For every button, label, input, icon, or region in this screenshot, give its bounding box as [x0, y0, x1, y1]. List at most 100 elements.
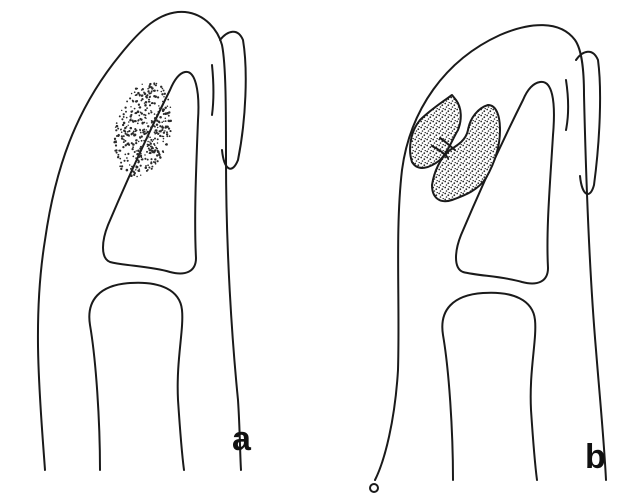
- stipple-dot: [130, 127, 133, 130]
- stipple-dot: [163, 132, 165, 134]
- stipple-dot: [136, 153, 138, 155]
- stipple-dot: [169, 135, 171, 137]
- stipple-dot: [159, 108, 160, 109]
- stipple-dot: [154, 144, 156, 146]
- stipple-dot: [124, 131, 126, 133]
- stipple-dot: [119, 165, 121, 167]
- stipple-dot: [146, 170, 148, 172]
- stipple-dot: [153, 95, 155, 97]
- stipple-dot: [144, 158, 146, 160]
- stipple-dot: [163, 138, 165, 140]
- stipple-dot: [165, 120, 167, 122]
- stipple-dot: [130, 174, 133, 177]
- stipple-dot: [131, 93, 133, 95]
- stipple-dot: [117, 128, 119, 130]
- stipple-dot: [157, 160, 159, 162]
- stipple-dot: [155, 129, 158, 132]
- stipple-dot: [115, 144, 117, 146]
- stipple-dot: [149, 96, 151, 98]
- stipple-dot: [132, 156, 134, 158]
- stipple-dot: [166, 126, 169, 129]
- stipple-dot: [156, 123, 158, 125]
- stipple-dot: [146, 122, 147, 123]
- stipple-dot: [134, 108, 136, 110]
- stipple-dot: [114, 150, 116, 152]
- stipple-dot: [144, 154, 145, 155]
- stipple-dot: [154, 138, 156, 140]
- stipple-dot: [129, 164, 130, 165]
- stipple-dot: [127, 125, 128, 126]
- stipple-dot: [157, 96, 159, 98]
- stipple-dot: [125, 144, 127, 146]
- stipple-dot: [144, 130, 146, 132]
- stipple-dot: [170, 107, 172, 109]
- stipple-dot: [116, 152, 118, 154]
- stipple-dot: [140, 175, 141, 176]
- stipple-dot: [144, 104, 147, 107]
- stipple-dot: [149, 104, 151, 106]
- stipple-dot: [146, 129, 147, 130]
- stipple-dot: [148, 99, 150, 101]
- stipple-dot: [135, 131, 137, 133]
- stipple-dot: [147, 145, 149, 147]
- finger-outline-b: [375, 25, 606, 480]
- stipple-dot: [139, 106, 141, 108]
- stipple-dot: [130, 106, 131, 107]
- stipple-dot: [139, 94, 141, 96]
- stipple-dot: [139, 148, 141, 150]
- stipple-dot: [157, 90, 159, 92]
- stipple-dot: [120, 128, 122, 130]
- stipple-dot: [158, 133, 160, 135]
- stipple-dot: [138, 156, 141, 159]
- stipple-dot: [144, 102, 145, 103]
- stipple-dot: [164, 93, 166, 95]
- stipple-dot: [154, 102, 156, 104]
- stipple-dot: [122, 124, 124, 126]
- stipple-dot: [147, 164, 149, 166]
- stipple-dot: [150, 110, 151, 111]
- stipple-dot: [166, 136, 168, 138]
- stipple-dot: [145, 95, 148, 98]
- stipple-dot: [142, 145, 144, 147]
- stipple-dot: [168, 115, 170, 117]
- stipple-dot: [147, 88, 149, 90]
- stipple-dot: [163, 121, 164, 122]
- stipple-dot: [149, 141, 151, 143]
- stipple-dot: [144, 133, 146, 135]
- stipple-dot: [120, 168, 122, 170]
- stipple-dot: [136, 94, 138, 96]
- stipple-dot: [151, 121, 153, 123]
- stipple-dot: [143, 140, 145, 142]
- stipple-dot: [123, 113, 125, 115]
- stipple-dot: [165, 144, 167, 146]
- stipple-dot: [135, 142, 137, 144]
- stipple-dot: [128, 130, 130, 132]
- stipple-dot: [115, 129, 117, 131]
- stipple-dot: [135, 165, 137, 167]
- stipple-dot: [118, 134, 120, 136]
- stipple-dot: [120, 162, 122, 164]
- stipple-dot: [114, 138, 116, 140]
- stipple-dot: [140, 165, 142, 167]
- stipple-dot: [132, 143, 135, 146]
- stipple-dot: [141, 112, 143, 114]
- stipple-dot: [119, 158, 121, 160]
- stipple-dot: [159, 116, 162, 119]
- stipple-dot: [116, 122, 118, 124]
- stipple-dot: [115, 126, 116, 127]
- stipple-dot: [139, 130, 141, 132]
- stipple-dot: [164, 130, 166, 132]
- distal-phalanx-a: [103, 72, 198, 274]
- stipple-dot: [154, 158, 156, 160]
- stipple-dot: [125, 133, 127, 135]
- stipple-dot: [132, 146, 134, 148]
- panel-label-a: a: [232, 420, 252, 458]
- stipple-dot: [123, 116, 125, 118]
- stipple-dot: [150, 161, 152, 163]
- stipple-dot: [151, 102, 153, 104]
- stippled-lesion-area: [113, 82, 172, 177]
- stipple-dot: [163, 96, 165, 98]
- stipple-dot: [156, 83, 158, 85]
- stipple-dot: [135, 169, 137, 171]
- stipple-dot: [145, 118, 146, 119]
